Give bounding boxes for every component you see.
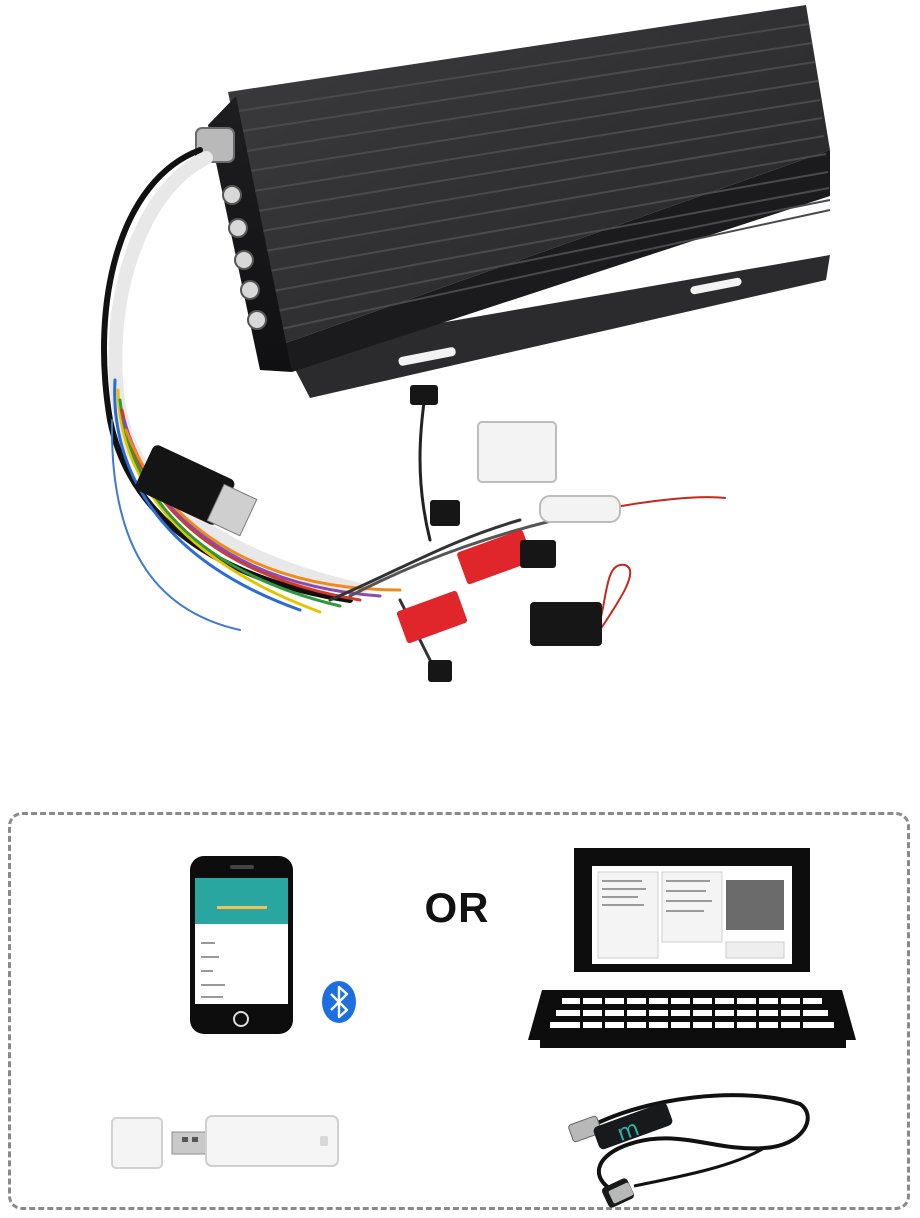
- mounting-flange: [285, 255, 830, 398]
- bluetooth-icon: [322, 981, 356, 1023]
- controller-photo: [101, 5, 831, 682]
- laptop-icon: [528, 848, 856, 1048]
- connectors: [135, 385, 621, 682]
- phone-home-button: [233, 1011, 249, 1027]
- app-header: [195, 878, 288, 924]
- usb-programming-cable: m: [568, 1093, 810, 1208]
- smartphone-icon: [190, 856, 293, 1034]
- controller-housing: [195, 5, 831, 372]
- phone-speaker: [230, 865, 254, 869]
- app-progress-bar: [217, 906, 267, 909]
- usb-bluetooth-dongle: [111, 1115, 339, 1169]
- connection-options-panel: [8, 812, 910, 1210]
- phone-screen: [195, 878, 288, 1004]
- app-list: [195, 934, 288, 1004]
- or-separator: OR: [424, 884, 490, 931]
